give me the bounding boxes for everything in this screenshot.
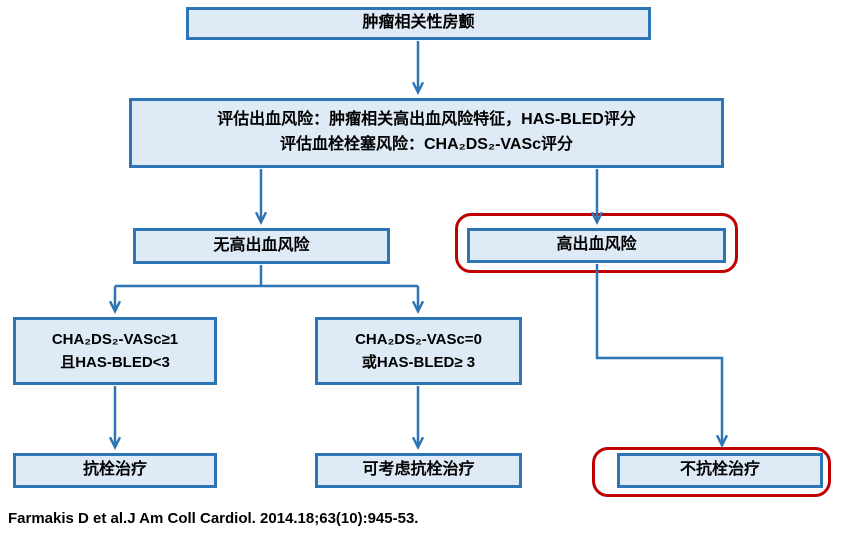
citation-text: Farmakis D et al.J Am Coll Cardiol. 2014… [8,510,419,527]
node-antithrombotic-therapy-label: 抗栓治疗 [82,461,147,479]
chads-ge1-line2: 且HAS-BLED<3 [60,354,170,371]
node-chads-ge1-hasbled-lt3: CHA₂DS₂-VASc≥1 且HAS-BLED<3 [13,317,217,385]
node-risk-assessment: 评估出血风险：肿瘤相关高出血风险特征，HAS-BLED评分 评估血栓栓塞风险：C… [129,98,724,168]
node-high-bleeding-risk: 高出血风险 [467,228,726,263]
node-tumor-related-af-label: 肿瘤相关性房颤 [362,14,475,32]
node-consider-antithrombotic-therapy: 可考虑抗栓治疗 [315,453,522,488]
edge-high-bleed-to-no-antithrombotic [595,264,722,444]
node-tumor-related-af: 肿瘤相关性房颤 [186,7,651,40]
risk-assessment-line2: 评估血栓栓塞风险：CHA₂DS₂-VASc评分 [279,136,574,153]
node-no-antithrombotic-therapy: 不抗栓治疗 [617,453,823,488]
node-high-bleeding-risk-label: 高出血风险 [556,236,637,254]
node-antithrombotic-therapy: 抗栓治疗 [13,453,217,488]
risk-assessment-line1: 评估出血风险：肿瘤相关高出血风险特征，HAS-BLED评分 [217,111,636,129]
node-no-antithrombotic-therapy-label: 不抗栓治疗 [679,461,760,479]
node-no-high-bleeding-risk: 无高出血风险 [133,228,390,264]
node-no-high-bleeding-risk-label: 无高出血风险 [213,236,310,254]
chads-eq0-line1: CHA₂DS₂-VASc=0 [355,330,482,348]
node-chads-eq0-hasbled-ge3: CHA₂DS₂-VASc=0 或HAS-BLED≥ 3 [315,317,522,385]
highlight-outline-no-antithrombotic [592,447,831,497]
node-consider-antithrombotic-therapy-label: 可考虑抗栓治疗 [362,461,475,479]
chads-ge1-line1: CHA₂DS₂-VASc≥1 [51,330,179,348]
chads-eq0-line2: 或HAS-BLED≥ 3 [361,354,476,371]
